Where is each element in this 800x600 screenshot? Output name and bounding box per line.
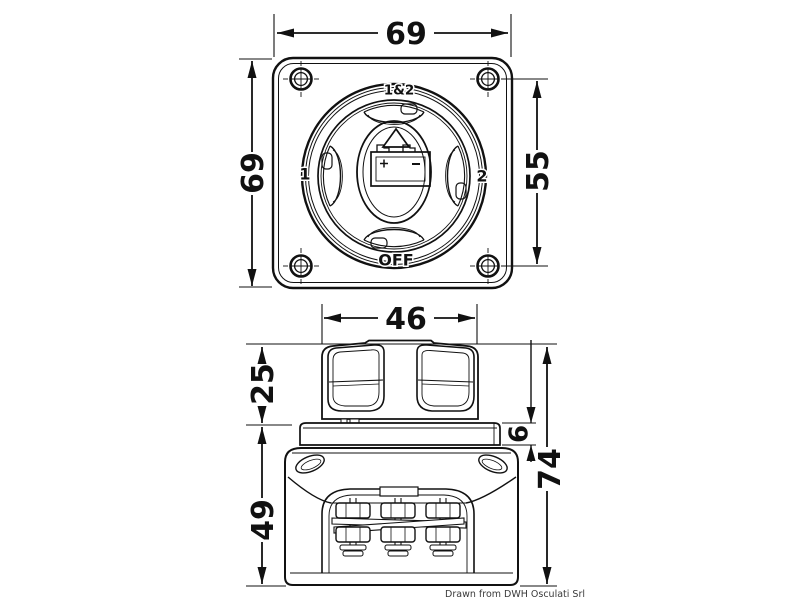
arrowhead-icon	[257, 347, 267, 364]
shoulder-slot-left	[295, 454, 325, 474]
dim-hole-spacing: 55	[520, 81, 557, 264]
dim-value: 46	[385, 302, 427, 337]
arrowhead-icon	[324, 313, 341, 323]
arrowhead-icon	[532, 247, 542, 264]
arrowhead-icon	[257, 567, 267, 584]
arrowhead-icon	[458, 313, 475, 323]
dial-label-battery2: 2	[476, 167, 487, 186]
bezel-rings	[300, 82, 488, 270]
terminal-studs	[331, 486, 467, 557]
dial-label-battery1: 1	[299, 165, 310, 184]
dial-label-off: OFF	[378, 251, 413, 270]
arrowhead-icon	[247, 61, 257, 78]
dim-total-height: 74	[532, 347, 569, 584]
dim-body-height: 49	[245, 427, 282, 584]
flange	[299, 418, 501, 446]
dim-value: 49	[246, 499, 281, 541]
extension-lines	[239, 14, 557, 587]
arrowhead-icon	[526, 445, 536, 461]
hood-curve-right	[465, 476, 517, 504]
arrowhead-icon	[257, 427, 267, 444]
arrowhead-icon	[532, 81, 542, 98]
arrowhead-icon	[526, 407, 536, 423]
arrowhead-icon	[491, 28, 508, 38]
credit-text: Drawn from DWH Osculati Srl	[445, 589, 585, 600]
arrowhead-icon	[257, 406, 267, 423]
dim-knob-height: 25	[245, 347, 282, 423]
dim-knob-width: 46	[324, 301, 475, 338]
dim-value: 69	[385, 17, 427, 52]
pointer-triangle-icon	[381, 127, 411, 148]
mounting-plate	[271, 56, 514, 290]
dim-plate-height: 69	[235, 61, 272, 286]
dim-value: 6	[505, 425, 535, 443]
dim-value: 25	[246, 363, 281, 405]
dim-flange-thickness: 6	[504, 340, 536, 462]
dim-value: 74	[533, 448, 568, 490]
side-view	[284, 339, 519, 586]
dial-label-both: 1&2	[384, 83, 415, 99]
dim-value: 55	[521, 150, 556, 192]
dim-value: 69	[236, 152, 271, 194]
arrowhead-icon	[542, 347, 552, 364]
arrowhead-icon	[542, 567, 552, 584]
knob-left-lobe	[327, 344, 385, 412]
arrowhead-icon	[277, 28, 294, 38]
knob-right-lobe	[416, 344, 475, 412]
shoulder-slot-right	[478, 454, 508, 474]
arrowhead-icon	[247, 269, 257, 286]
dim-plate-width: 69	[277, 16, 508, 53]
hood-curve-left	[287, 476, 332, 504]
battery-icon	[370, 144, 431, 187]
front-view: 1&2 1 2 OFF	[271, 56, 514, 290]
mounting-plate-inner-contour	[278, 63, 507, 283]
